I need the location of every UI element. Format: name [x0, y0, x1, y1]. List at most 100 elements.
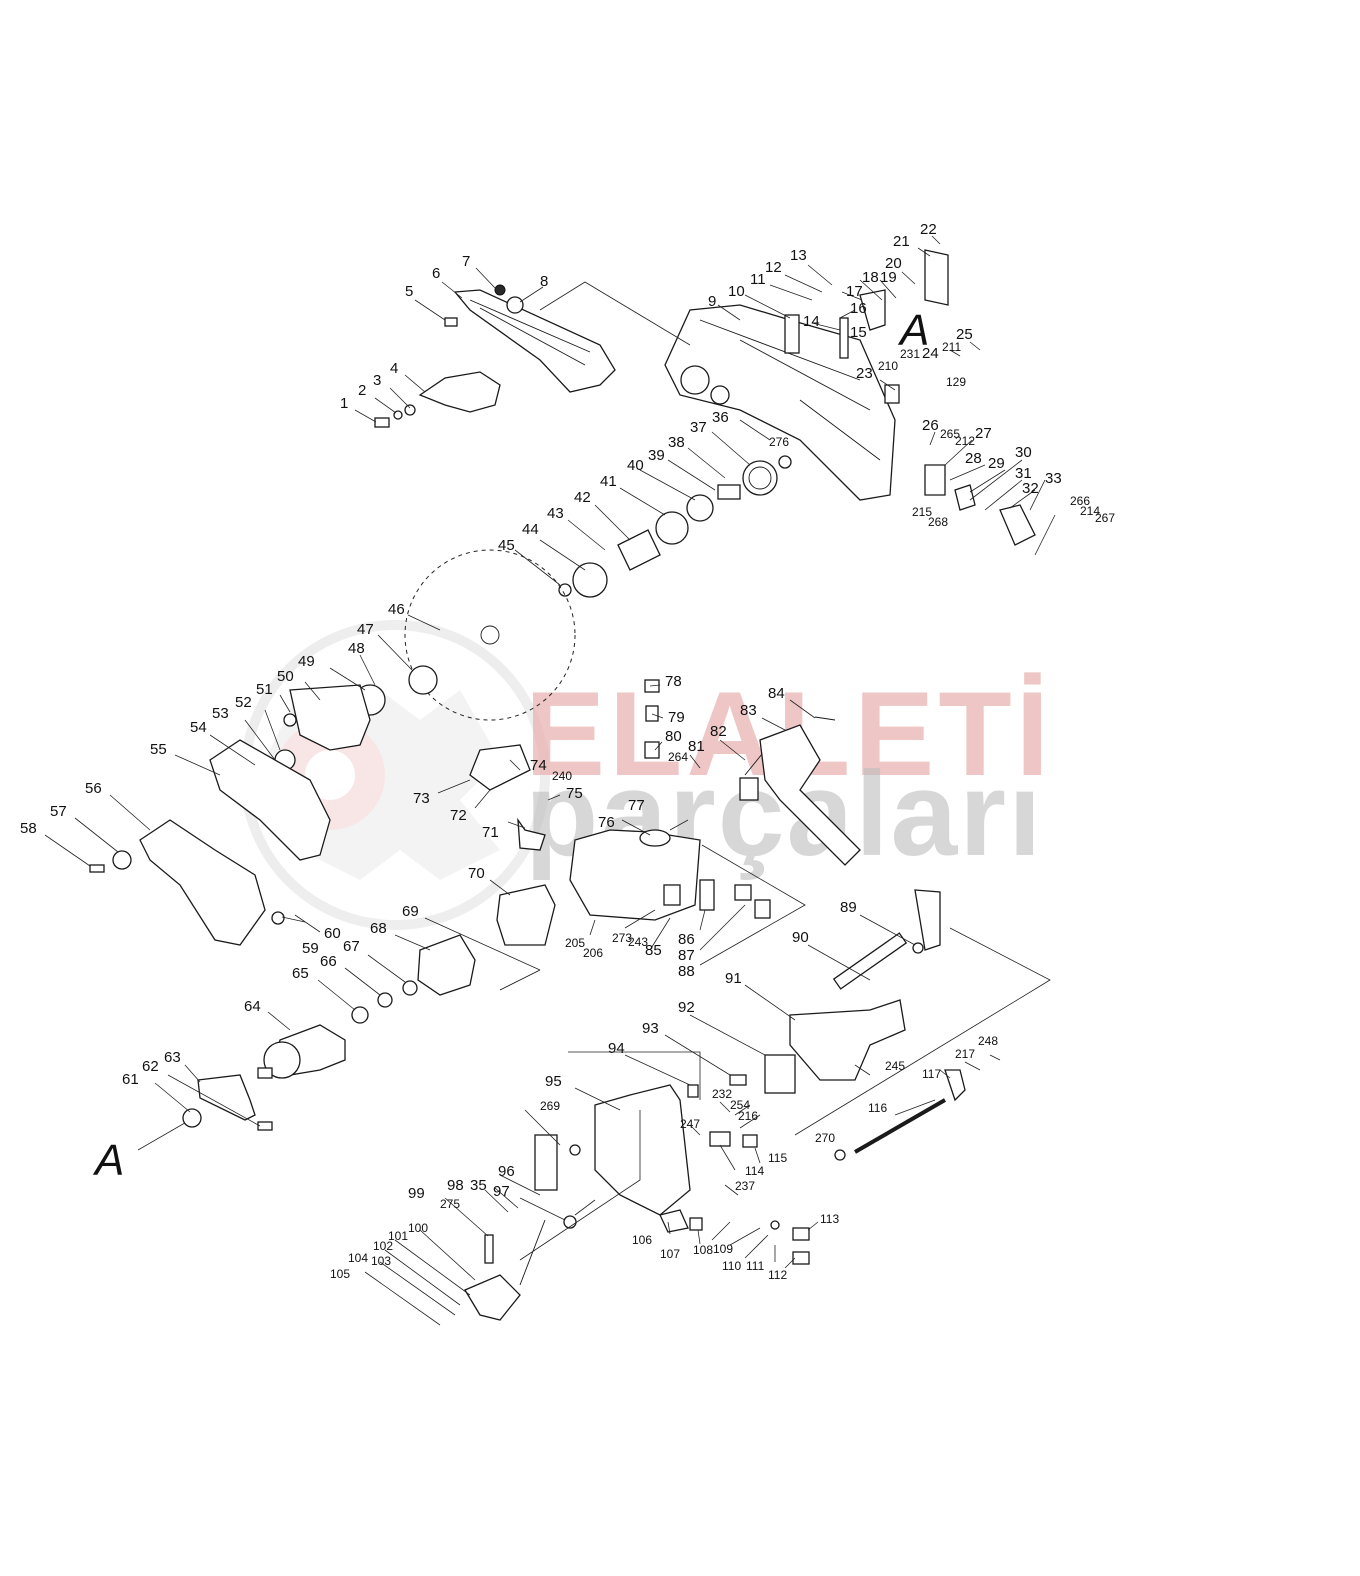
label-44: 44	[522, 521, 539, 538]
label-268: 268	[928, 515, 948, 529]
part-96	[519, 1219, 546, 1286]
part-bearing-40	[686, 494, 714, 522]
label-15: 15	[850, 324, 867, 341]
label-62: 62	[142, 1058, 159, 1075]
part-101	[464, 1274, 521, 1321]
label-104: 104	[348, 1251, 368, 1265]
label-92: 92	[678, 999, 695, 1016]
label-115: 115	[768, 1151, 787, 1165]
label-50: 50	[277, 668, 294, 685]
part-114	[709, 1131, 731, 1147]
label-19: 19	[880, 269, 897, 286]
label-114: 114	[745, 1164, 764, 1178]
label-86: 86	[678, 931, 695, 948]
label-73: 73	[413, 790, 430, 807]
label-53: 53	[212, 705, 229, 722]
label-232: 232	[712, 1087, 732, 1101]
part-63	[197, 1074, 256, 1121]
label-25: 25	[956, 326, 973, 343]
part-50	[289, 684, 371, 751]
part-94	[687, 1084, 699, 1098]
label-266: 266	[1070, 494, 1090, 508]
label-69: 69	[402, 903, 419, 920]
label-48: 48	[348, 640, 365, 657]
part-115	[742, 1134, 758, 1148]
label-22: 22	[920, 221, 937, 238]
label-40: 40	[627, 457, 644, 474]
label-80: 80	[665, 728, 682, 745]
part-gear-37	[742, 460, 778, 496]
label-58: 58	[20, 820, 37, 837]
label-248: 248	[978, 1034, 998, 1048]
label-54: 54	[190, 719, 207, 736]
part-110	[770, 1220, 780, 1230]
label-20: 20	[885, 255, 902, 272]
part-68	[417, 934, 476, 996]
part-84	[814, 716, 836, 721]
part-washer-3	[404, 404, 416, 416]
label-13: 13	[790, 247, 807, 264]
part-grip-95	[594, 1084, 691, 1216]
label-72: 72	[450, 807, 467, 824]
label-64: 64	[244, 998, 261, 1015]
label-105: 105	[330, 1267, 350, 1281]
part-269	[534, 1134, 558, 1191]
part-69-screw	[499, 969, 541, 991]
label-79: 79	[668, 709, 685, 726]
part-screw-1	[374, 417, 390, 428]
part-23	[884, 384, 900, 404]
part-269-washer	[569, 1144, 581, 1156]
label-95: 95	[545, 1073, 562, 1090]
part-62	[257, 1121, 273, 1131]
part-handle-83	[759, 724, 861, 866]
label-117: 117	[922, 1067, 941, 1081]
part-10	[784, 314, 800, 354]
part-80	[644, 741, 660, 759]
part-labels: 1 2 3 4 5 6 7 8 9 10 11 12 13 14 15 16 1…	[20, 221, 1115, 1282]
label-11: 11	[750, 271, 766, 288]
part-67	[402, 980, 418, 996]
label-67: 67	[343, 938, 360, 955]
label-12: 12	[765, 259, 782, 276]
part-89	[914, 889, 941, 951]
part-cover-55	[209, 739, 331, 861]
label-210: 210	[878, 359, 898, 373]
part-36	[778, 455, 792, 469]
label-97: 97	[493, 1183, 510, 1200]
part-arm-housing	[664, 304, 896, 501]
part-motor-housing-76	[569, 829, 701, 921]
label-32: 32	[1022, 480, 1039, 497]
label-36: 36	[712, 409, 729, 426]
part-21	[924, 249, 949, 306]
label-60: 60	[324, 925, 341, 942]
label-103: 103	[371, 1254, 391, 1268]
label-55: 55	[150, 741, 167, 758]
label-27: 27	[975, 425, 992, 442]
part-106	[659, 1209, 689, 1233]
part-17	[859, 289, 886, 331]
label-83: 83	[740, 702, 757, 719]
part-59	[271, 911, 285, 925]
part-72	[469, 744, 531, 791]
part-switch-92	[764, 1054, 796, 1094]
label-94: 94	[608, 1040, 625, 1057]
callout-letter-bottom: A	[92, 1136, 124, 1185]
part-field-70	[496, 884, 556, 946]
part-washer-45	[558, 583, 572, 597]
label-43: 43	[547, 505, 564, 522]
part-handle-91	[789, 999, 906, 1081]
label-14: 14	[803, 313, 820, 330]
label-41: 41	[600, 473, 617, 490]
label-76: 76	[598, 814, 615, 831]
part-86	[699, 879, 715, 911]
label-81: 81	[688, 738, 705, 755]
part-brush-holder	[739, 777, 759, 801]
label-98: 98	[447, 1177, 464, 1194]
part-107	[689, 1217, 703, 1231]
part-57	[112, 850, 132, 870]
label-245: 245	[885, 1059, 905, 1073]
label-35: 35	[470, 1177, 487, 1194]
label-6: 6	[432, 265, 440, 282]
callout-leader-bottom	[137, 1119, 191, 1151]
